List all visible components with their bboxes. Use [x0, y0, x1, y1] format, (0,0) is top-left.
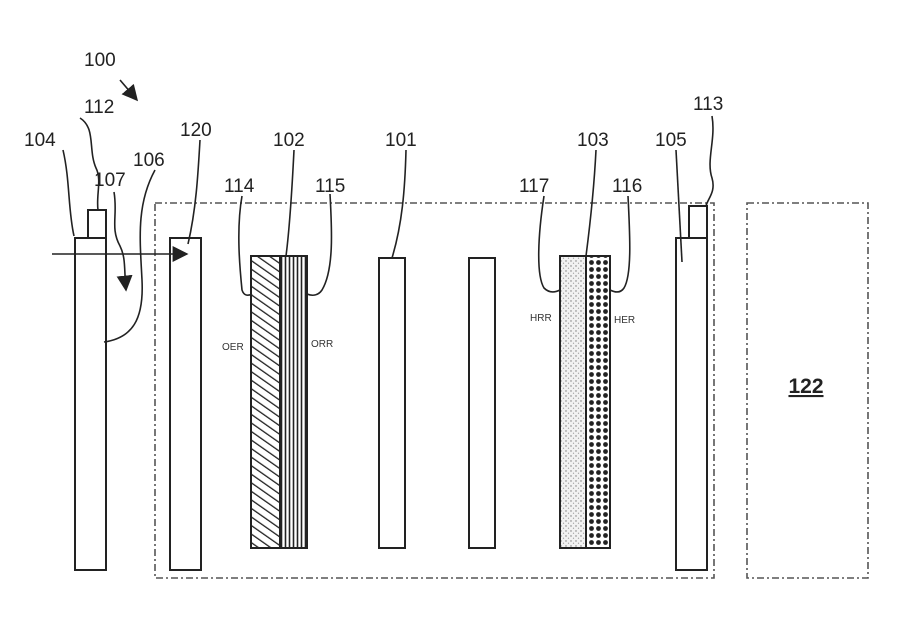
leader-101 — [392, 150, 406, 258]
leader-117 — [539, 196, 560, 292]
plate-120 — [170, 238, 201, 570]
leader-115 — [307, 194, 332, 295]
leader-106 — [104, 170, 155, 342]
label-100: 100 — [84, 50, 116, 71]
leader-112 — [80, 118, 99, 210]
electrode-102-orr-layer — [280, 256, 307, 548]
label-116: 116 — [612, 176, 642, 197]
plate-101 — [379, 258, 405, 548]
leader-120 — [188, 140, 200, 244]
label-orr: ORR — [311, 339, 333, 350]
arrow-100 — [120, 80, 137, 100]
label-107: 107 — [94, 170, 126, 191]
label-105: 105 — [655, 130, 687, 151]
label-112: 112 — [84, 97, 114, 118]
leader-104 — [63, 150, 74, 236]
label-122: 122 — [788, 375, 823, 398]
label-her: HER — [614, 315, 635, 326]
label-106: 106 — [133, 150, 165, 171]
leader-113 — [706, 116, 713, 206]
label-102: 102 — [273, 130, 305, 151]
connector-113 — [689, 206, 707, 238]
plate-middle — [469, 258, 495, 548]
electrode-103-hrr-layer — [560, 256, 586, 548]
label-114: 114 — [224, 176, 255, 197]
label-oer: OER — [222, 342, 244, 353]
connector-112 — [88, 210, 106, 238]
plate-105 — [676, 238, 707, 570]
plate-104 — [75, 238, 106, 570]
label-103: 103 — [577, 130, 609, 151]
label-120: 120 — [180, 120, 212, 141]
label-hrr: HRR — [530, 313, 552, 324]
label-115: 115 — [315, 176, 345, 197]
label-113: 113 — [693, 94, 723, 115]
label-117: 117 — [519, 176, 549, 197]
arrow-107 — [114, 192, 126, 290]
label-104: 104 — [24, 130, 56, 151]
label-101: 101 — [385, 130, 417, 151]
leader-116 — [610, 196, 630, 292]
electrode-103-her-layer — [586, 256, 610, 548]
electrode-102-oer-layer — [251, 256, 280, 548]
